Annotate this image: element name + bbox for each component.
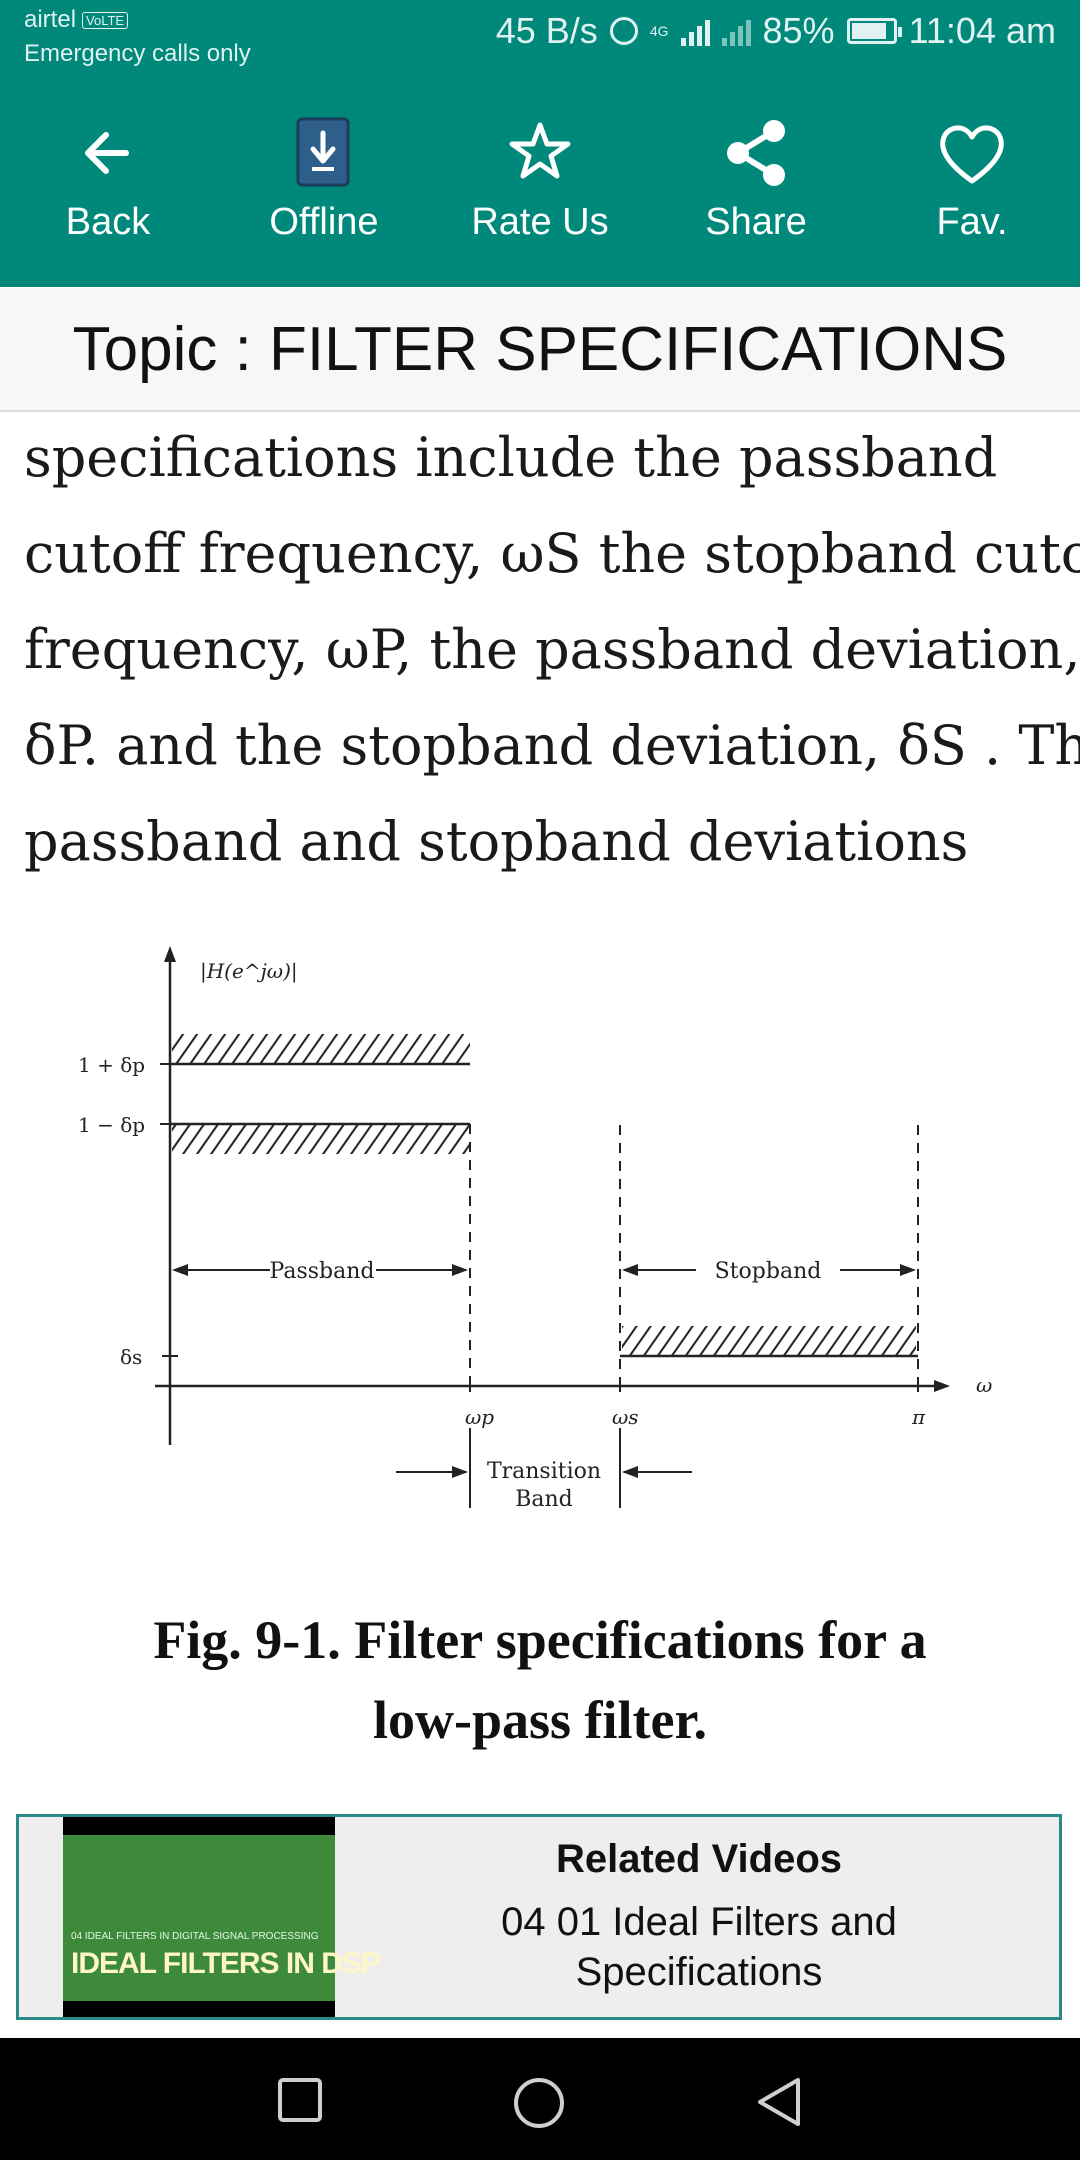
rate-us-label: Rate Us: [471, 201, 609, 243]
share-icon: [727, 120, 785, 186]
share-label: Share: [705, 201, 807, 243]
article-line: passband and stopband deviations: [24, 810, 969, 873]
circle-icon: [514, 2078, 564, 2128]
download-file-icon: [296, 117, 350, 187]
square-icon: [278, 2078, 322, 2122]
stopband-label: Stopband: [715, 1259, 822, 1284]
rate-us-button[interactable]: Rate Us: [432, 72, 648, 287]
heart-icon: [940, 125, 1004, 184]
triangle-back-icon: [758, 2078, 800, 2126]
caption-line: Fig. 9-1. Filter specifications for a: [153, 1610, 927, 1670]
network-speed: 45 B/s: [495, 10, 598, 51]
tick-pi: π: [911, 1405, 926, 1429]
favorite-label: Fav.: [936, 201, 1008, 243]
offline-button[interactable]: Offline: [216, 72, 432, 287]
thumbnail-subtitle: 04 IDEAL FILTERS IN DIGITAL SIGNAL PROCE…: [71, 1931, 319, 1942]
status-indicators: 45 B/s 4G 85% 11:04 am: [496, 10, 1056, 52]
tick-delta-s: δs: [120, 1345, 142, 1369]
filter-spec-diagram: |H(e^jω)| 1 + δp 1 − δp δs Passband Stop…: [78, 946, 992, 1512]
passband-label: Passband: [270, 1259, 375, 1284]
topic-header: Topic : FILTER SPECIFICATIONS: [0, 288, 1080, 412]
action-toolbar: Back Offline Rate Us Share Fav.: [0, 72, 1080, 287]
offline-label: Offline: [269, 201, 379, 243]
signal-icon: [680, 16, 710, 46]
x-axis-label: ω: [976, 1373, 992, 1397]
star-icon: [509, 122, 571, 179]
carrier-label: airtel: [24, 6, 77, 33]
video-title-line: 04 01 Ideal Filters and: [501, 1900, 897, 1944]
emergency-text: Emergency calls only: [24, 40, 251, 67]
article-text: specifications include the passband cuto…: [24, 410, 1080, 890]
network-type: 4G: [649, 23, 669, 39]
arrow-left-icon: [85, 132, 129, 174]
stopband-hatch: [622, 1326, 916, 1356]
clock: 11:04 am: [908, 10, 1056, 51]
y-axis-label: |H(e^jω)|: [200, 959, 298, 984]
thumbnail-image: 04 IDEAL FILTERS IN DIGITAL SIGNAL PROCE…: [63, 1835, 381, 2001]
signal-sim2-icon: [721, 16, 751, 46]
related-videos-card[interactable]: 04 IDEAL FILTERS IN DIGITAL SIGNAL PROCE…: [16, 1814, 1062, 2020]
thumbnail-title: IDEAL FILTERS IN DSP: [71, 1947, 381, 1980]
article-line: frequency, ωP, the passband deviation,: [24, 618, 1080, 681]
back-label: Back: [65, 201, 151, 243]
back-nav-button[interactable]: [754, 2076, 804, 2128]
related-video-title[interactable]: 04 01 Ideal Filters and Specifications: [359, 1897, 1039, 1997]
battery-icon: [846, 18, 902, 44]
transition-label-line2: Band: [515, 1487, 573, 1512]
caption-line: low-pass filter.: [373, 1690, 707, 1750]
filter-spec-figure: |H(e^jω)| 1 + δp 1 − δp δs Passband Stop…: [60, 920, 1020, 1540]
tick-1-minus-delta-p: 1 − δp: [78, 1113, 145, 1137]
topic-title: Topic : FILTER SPECIFICATIONS: [72, 314, 1008, 384]
status-bar: airtel VoLTE Emergency calls only 45 B/s …: [0, 0, 1080, 72]
tick-omega-p: ωp: [465, 1405, 494, 1429]
home-button[interactable]: [512, 2076, 566, 2130]
passband-lower-hatch: [172, 1124, 470, 1154]
transition-label-line1: Transition: [487, 1459, 601, 1484]
figure-caption: Fig. 9-1. Filter specifications for a lo…: [40, 1600, 1040, 1760]
passband-upper-hatch: [172, 1034, 470, 1064]
article-line: specifications include the passband: [24, 426, 998, 489]
video-title-line: Specifications: [575, 1950, 823, 1994]
alarm-icon: [609, 17, 638, 45]
video-thumbnail[interactable]: 04 IDEAL FILTERS IN DIGITAL SIGNAL PROCE…: [63, 1817, 381, 2017]
back-button[interactable]: Back: [0, 72, 216, 287]
recents-button[interactable]: [276, 2076, 324, 2124]
volte-badge: VoLTE: [82, 12, 129, 30]
tick-1-plus-delta-p: 1 + δp: [78, 1053, 145, 1077]
system-nav-bar: [0, 2038, 1080, 2160]
share-button[interactable]: Share: [648, 72, 864, 287]
related-videos-heading: Related Videos: [555, 1837, 843, 1881]
carrier-name: airtel VoLTE: [24, 6, 129, 34]
tick-omega-s: ωs: [612, 1405, 639, 1429]
article-line: δP. and the stopband deviation, δS . The: [24, 714, 1080, 777]
article-line: cutoff frequency, ωS the stopband cutoff: [24, 522, 1080, 585]
battery-percent: 85%: [762, 10, 835, 51]
favorite-button[interactable]: Fav.: [864, 72, 1080, 287]
